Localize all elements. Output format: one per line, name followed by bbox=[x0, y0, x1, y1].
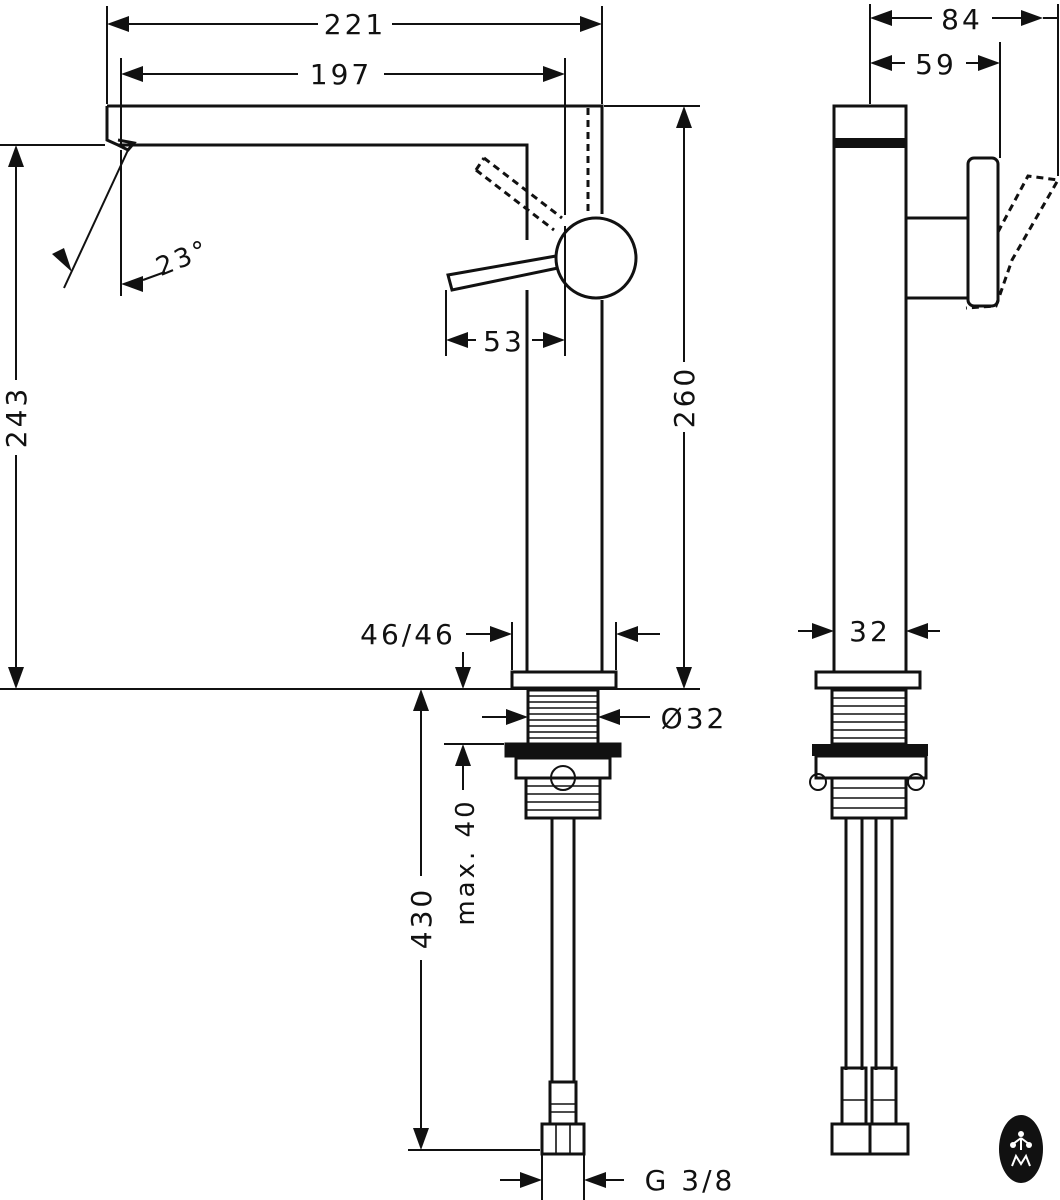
dim-spout-height: 243 bbox=[0, 386, 33, 448]
supply-hose bbox=[550, 818, 576, 1082]
dim-spout-angle: 23° bbox=[152, 234, 214, 282]
dim-lever-offset: 53 bbox=[483, 325, 525, 358]
lever-open-position bbox=[474, 156, 563, 232]
side-lower-threads bbox=[832, 787, 906, 809]
dim-body-height: 260 bbox=[668, 366, 701, 428]
dim-side-depth-total: 84 bbox=[941, 3, 983, 36]
side-connector-nut-right bbox=[868, 1122, 910, 1156]
side-hoses bbox=[844, 818, 894, 1070]
side-connector-nut-left bbox=[830, 1122, 872, 1156]
hose-ferrule bbox=[548, 1080, 578, 1126]
dim-spout-reach: 197 bbox=[310, 58, 372, 91]
threaded-shank bbox=[526, 688, 600, 746]
side-lever-disc bbox=[966, 156, 1000, 308]
spout-tip bbox=[117, 138, 137, 152]
fixing-nut bbox=[514, 756, 612, 780]
lower-threads bbox=[526, 785, 600, 811]
side-base-plate bbox=[814, 670, 922, 690]
side-shank-threads bbox=[832, 697, 906, 739]
side-nut bbox=[814, 754, 928, 780]
side-washer bbox=[812, 744, 928, 756]
body-column bbox=[525, 290, 604, 672]
dim-overall-reach: 221 bbox=[324, 8, 386, 41]
side-body bbox=[832, 104, 908, 674]
lever-disc bbox=[554, 216, 638, 300]
lever-handle bbox=[446, 254, 559, 292]
lever-up-position bbox=[586, 108, 604, 214]
side-top-band bbox=[834, 138, 906, 148]
dim-base-size: 46/46 bbox=[360, 618, 456, 651]
hose-connector-nut bbox=[540, 1122, 586, 1156]
lower-thread bbox=[524, 776, 602, 820]
dim-connection-thread: G 3/8 bbox=[645, 1164, 736, 1197]
dim-max-counter-thickness: max. 40 bbox=[451, 798, 481, 925]
base-plate bbox=[510, 670, 618, 690]
washer bbox=[504, 742, 622, 758]
side-lever-open-position bbox=[965, 174, 1060, 310]
dim-side-depth-lever: 59 bbox=[915, 48, 957, 81]
flower-badge-icon bbox=[999, 1115, 1043, 1183]
dim-side-width: 32 bbox=[849, 615, 891, 648]
dimension-lines bbox=[0, 4, 1059, 1200]
dim-thread-diameter: Ø32 bbox=[661, 702, 728, 735]
spout bbox=[105, 104, 604, 240]
dim-hose-length: 430 bbox=[405, 887, 438, 949]
shank-threads bbox=[528, 695, 598, 739]
dimension-labels: 221 197 84 59 23° 53 243 260 46/46 32 Ø3… bbox=[0, 3, 983, 1197]
side-view bbox=[809, 104, 1060, 1156]
side-lever-hub bbox=[904, 216, 970, 300]
